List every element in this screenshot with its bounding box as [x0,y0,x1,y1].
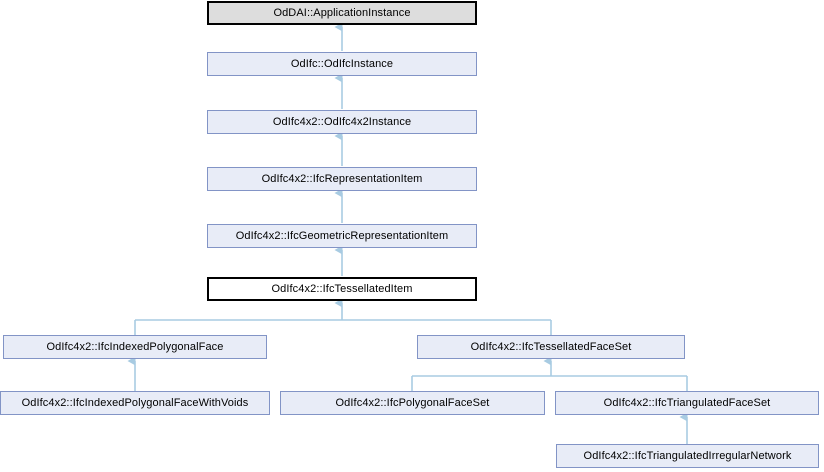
class-node-ifc-indexed-polygonal-face[interactable]: OdIfc4x2::IfcIndexedPolygonalFace [3,335,267,359]
class-node-ifc-triangulated-face-set[interactable]: OdIfc4x2::IfcTriangulatedFaceSet [555,391,819,415]
class-node-ifc-representation-item[interactable]: OdIfc4x2::IfcRepresentationItem [207,167,477,191]
class-node-label: OdIfc4x2::IfcTriangulatedIrregularNetwor… [583,450,792,462]
class-node-label: OdIfc4x2::IfcGeometricRepresentationItem [235,230,449,242]
class-node-application-instance[interactable]: OdDAI::ApplicationInstance [207,1,477,25]
class-node-ifc-geometric-representation-item[interactable]: OdIfc4x2::IfcGeometricRepresentationItem [207,224,477,248]
class-node-label: OdIfc4x2::IfcTessellatedFaceSet [470,341,632,353]
class-node-ifc-polygonal-face-set[interactable]: OdIfc4x2::IfcPolygonalFaceSet [280,391,545,415]
class-node-label: OdIfc4x2::IfcIndexedPolygonalFace [46,341,224,353]
class-node-label: OdIfc4x2::IfcIndexedPolygonalFaceWithVoi… [21,397,249,409]
class-node-label: OdDAI::ApplicationInstance [273,7,411,19]
class-node-label: OdIfc4x2::IfcRepresentationItem [261,173,423,185]
class-node-odifc4x2-instance[interactable]: OdIfc4x2::OdIfc4x2Instance [207,110,477,134]
class-node-label: OdIfc4x2::IfcTessellatedItem [271,283,413,295]
class-node-ifc-indexed-polygonal-face-with-voids[interactable]: OdIfc4x2::IfcIndexedPolygonalFaceWithVoi… [0,391,270,415]
class-node-label: OdIfc4x2::IfcPolygonalFaceSet [335,397,490,409]
class-node-label: OdIfc4x2::IfcTriangulatedFaceSet [603,397,771,409]
class-node-label: OdIfc::OdIfcInstance [290,58,394,70]
class-node-odifc-instance[interactable]: OdIfc::OdIfcInstance [207,52,477,76]
class-node-label: OdIfc4x2::OdIfc4x2Instance [272,116,412,128]
class-node-ifc-tessellated-item[interactable]: OdIfc4x2::IfcTessellatedItem [207,277,477,301]
class-node-ifc-triangulated-irregular-network[interactable]: OdIfc4x2::IfcTriangulatedIrregularNetwor… [556,444,819,468]
class-node-ifc-tessellated-face-set[interactable]: OdIfc4x2::IfcTessellatedFaceSet [417,335,685,359]
